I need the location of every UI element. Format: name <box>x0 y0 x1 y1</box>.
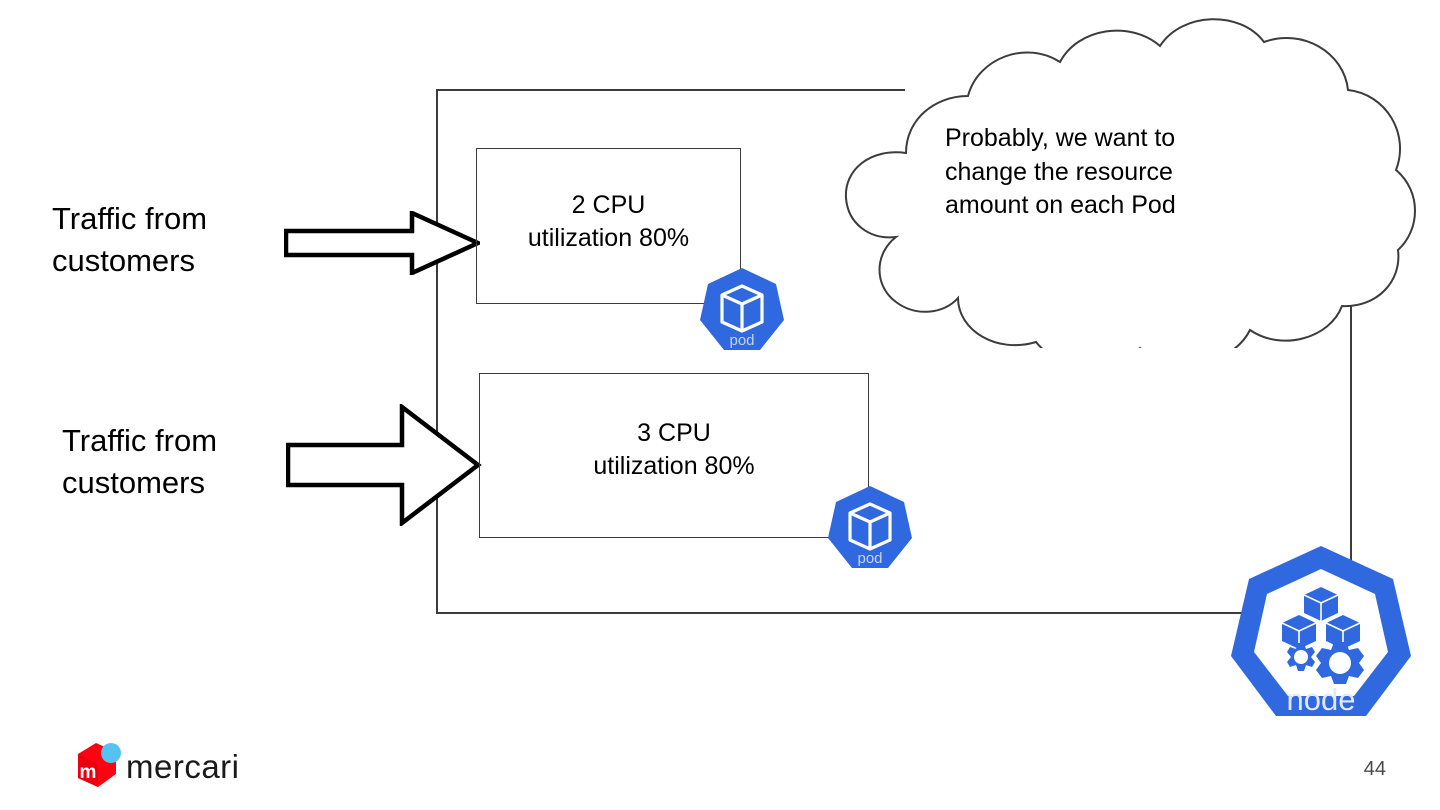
node-badge-label: node <box>1287 682 1356 717</box>
cloud-callout-shape <box>844 18 1416 348</box>
pod-box-2: 3 CPU utilization 80% <box>479 373 869 538</box>
svg-text:m: m <box>80 762 97 783</box>
mercari-wordmark: mercari <box>126 748 240 785</box>
kubernetes-pod-icon-1: pod <box>700 268 784 350</box>
page-number: 44 <box>1363 758 1386 780</box>
traffic-arrow-2-icon <box>286 404 482 526</box>
pod-box-2-text: 3 CPU utilization 80% <box>593 418 755 480</box>
pod-box-1-text: 2 CPU utilization 80% <box>527 191 690 252</box>
kubernetes-node-icon: node <box>1231 546 1411 717</box>
node-boundary-path <box>436 89 1251 614</box>
pod-badge-label-2: pod <box>857 550 882 567</box>
traffic-label-2: Traffic from customers <box>62 423 218 500</box>
traffic-label-1: Traffic from customers <box>52 201 208 278</box>
mercari-box-logo-icon: m <box>78 743 121 787</box>
traffic-arrow-1-icon <box>284 211 480 275</box>
pod-badge-label-1: pod <box>729 332 754 349</box>
cloud-callout-text: Probably, we want to change the resource… <box>945 124 1176 219</box>
pod-box-1: 2 CPU utilization 80% <box>476 148 741 304</box>
kubernetes-pod-icon-2: pod <box>828 486 912 568</box>
